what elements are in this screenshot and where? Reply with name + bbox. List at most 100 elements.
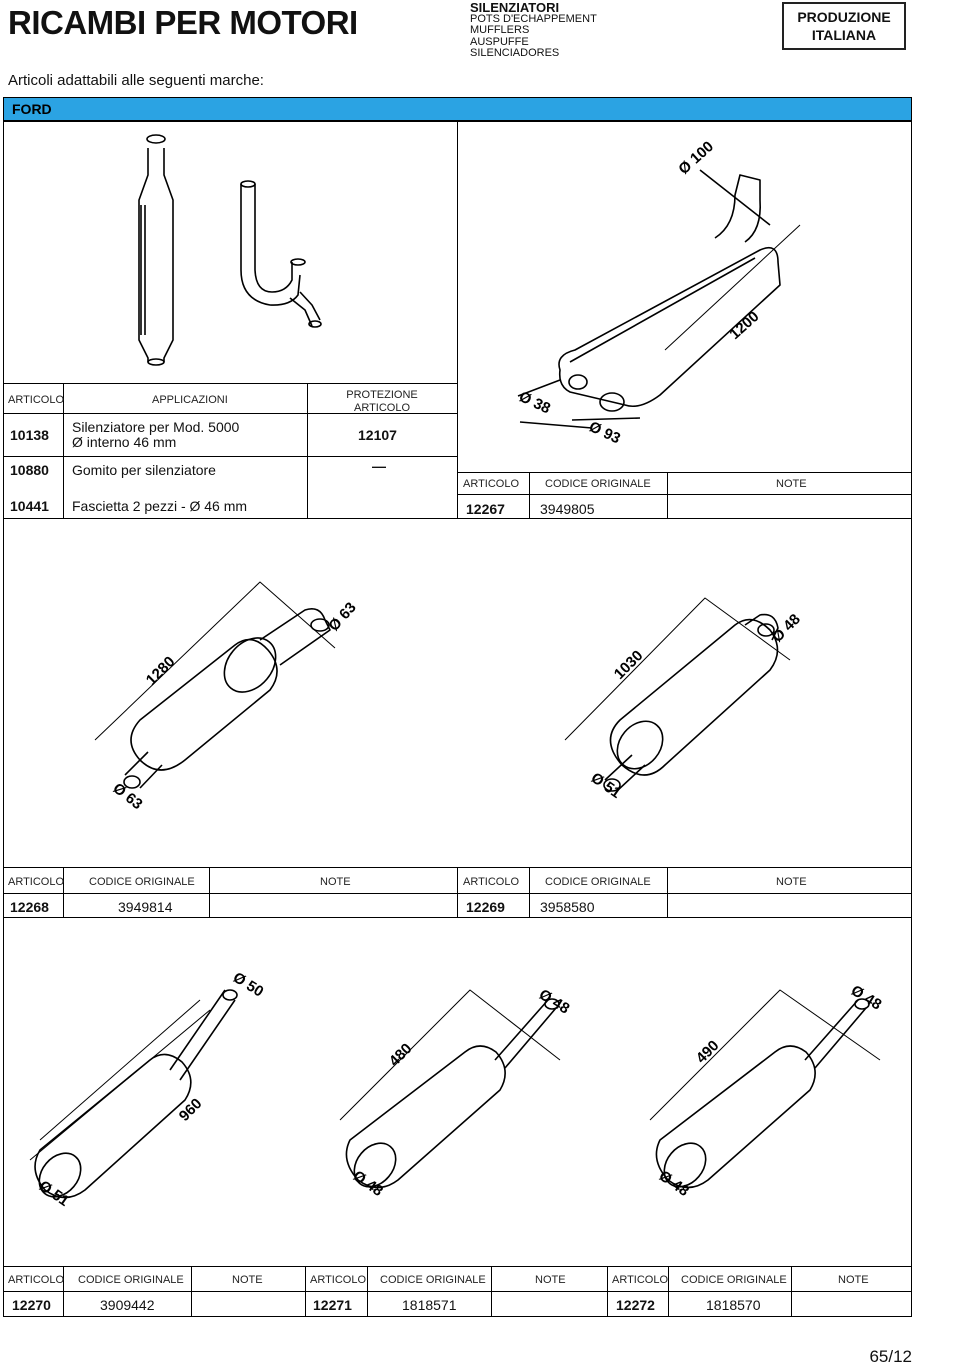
col-header-article: ARTICOLO: [463, 478, 520, 490]
col-header-article: ARTICOLO: [8, 1274, 65, 1286]
application-text: Ø interno 46 mm: [72, 434, 177, 450]
protection-code: 12107: [358, 427, 397, 443]
silencer-10138-drawing: [138, 134, 174, 366]
col-header-note: NOTE: [320, 876, 351, 888]
made-in-italy-badge: PRODUZIONE ITALIANA: [782, 2, 906, 50]
muffler-12267-drawing: [517, 169, 801, 429]
application-text: Silenziatore per Mod. 5000: [72, 419, 240, 435]
col-header-note: NOTE: [535, 1274, 566, 1286]
dim-label: Ø 48: [769, 611, 804, 646]
divider: [63, 383, 64, 518]
dim-label: 960: [176, 1095, 206, 1125]
col-header-article: ARTICOLO: [310, 1274, 367, 1286]
divider: [529, 867, 530, 917]
muffler-12272-drawing: [649, 989, 881, 1189]
badge-line-1: PRODUZIONE: [797, 9, 891, 25]
application-text: Gomito per silenziatore: [72, 462, 216, 478]
divider: [457, 494, 912, 495]
category-fr: POTS D'ECHAPPEMENT: [470, 12, 597, 25]
divider: [3, 1266, 912, 1267]
divider: [209, 867, 210, 917]
elbow-10880-drawing: [240, 180, 322, 328]
col-header-original: CODICE ORIGINALE: [681, 1274, 787, 1286]
divider: [3, 893, 912, 894]
dim-label: 490: [693, 1037, 723, 1067]
divider: [3, 456, 457, 457]
divider: [667, 867, 668, 917]
dim-label: Ø 48: [656, 1167, 692, 1200]
dim-label: Ø 51: [588, 769, 624, 802]
dim-label: 1030: [611, 647, 647, 683]
col-header-article: ARTICOLO: [612, 1274, 669, 1286]
divider: [457, 121, 458, 518]
brand-bar: FORD: [3, 97, 912, 121]
divider: [3, 413, 457, 414]
article-code: 12268: [10, 899, 49, 915]
original-code: 1818571: [402, 1297, 457, 1313]
original-code: 3949814: [118, 899, 173, 915]
category-labels: SILENZIATORI POTS D'ECHAPPEMENT MUFFLERS…: [470, 0, 597, 60]
dim-label: Ø 51: [36, 1177, 72, 1210]
dim-label: Ø 100: [675, 138, 717, 178]
category-main: SILENZIATORI: [470, 0, 560, 15]
col-header-protection: PROTEZIONE ARTICOLO: [346, 389, 418, 414]
col-header-original: CODICE ORIGINALE: [78, 1274, 184, 1286]
original-code: 3958580: [540, 899, 595, 915]
page-title: RICAMBI PER MOTORI: [8, 4, 358, 41]
brand-label: FORD: [12, 101, 52, 117]
original-code: 1818570: [706, 1297, 761, 1313]
dim-label: 1280: [143, 653, 179, 689]
dim-label: 480: [386, 1040, 416, 1070]
divider: [667, 472, 668, 518]
col-header-original: CODICE ORIGINALE: [89, 876, 195, 888]
article-code: 10441: [10, 498, 49, 514]
col-header-note: NOTE: [838, 1274, 869, 1286]
dim-label: Ø 48: [536, 986, 573, 1018]
divider: [63, 867, 64, 917]
divider: [3, 1291, 912, 1292]
dim-label: Ø 48: [350, 1167, 386, 1200]
divider: [3, 383, 457, 384]
original-code: 3909442: [100, 1297, 155, 1313]
page-number: 65/12: [869, 1347, 912, 1366]
muffler-12269-drawing: [564, 597, 791, 792]
muffler-12271-drawing: [339, 989, 561, 1189]
dim-label: Ø 63: [110, 780, 146, 813]
divider: [529, 472, 530, 518]
article-code: 10138: [10, 427, 49, 443]
col-header-original: CODICE ORIGINALE: [545, 478, 651, 490]
article-code: 12272: [616, 1297, 655, 1313]
article-code: 10880: [10, 462, 49, 478]
col-header-original: CODICE ORIGINALE: [380, 1274, 486, 1286]
divider: [457, 472, 912, 473]
dim-label: Ø 38: [516, 388, 553, 417]
col-header-article: ARTICOLO: [8, 876, 65, 888]
category-en: MUFFLERS: [470, 24, 530, 36]
col-header-note: NOTE: [232, 1274, 263, 1286]
col-header-note: NOTE: [776, 876, 807, 888]
divider: [457, 867, 458, 917]
col-header-original: CODICE ORIGINALE: [545, 876, 651, 888]
col-header-article: ARTICOLO: [463, 876, 520, 888]
protection-code: —: [372, 458, 386, 474]
muffler-12270-drawing: [29, 989, 238, 1199]
divider: [3, 917, 912, 918]
divider: [3, 518, 912, 519]
article-code: 12271: [313, 1297, 352, 1313]
category-es: SILENCIADORES: [470, 47, 560, 59]
article-code: 12270: [12, 1297, 51, 1313]
article-code: 12267: [466, 501, 505, 517]
col-header-article: ARTICOLO: [8, 394, 65, 406]
divider: [307, 383, 308, 518]
muffler-12268-drawing: [94, 581, 336, 789]
badge-line-2: ITALIANA: [811, 27, 877, 43]
application-text: Fascietta 2 pezzi - Ø 46 mm: [72, 498, 248, 514]
col-header-note: NOTE: [776, 478, 807, 490]
article-code: 12269: [466, 899, 505, 915]
dim-label: Ø 93: [586, 418, 623, 447]
dim-label: Ø 50: [230, 969, 267, 1001]
category-de: AUSPUFFE: [470, 35, 529, 48]
dim-label: 1200: [726, 308, 762, 343]
subtitle: Articoli adattabili alle seguenti marche…: [8, 72, 264, 89]
